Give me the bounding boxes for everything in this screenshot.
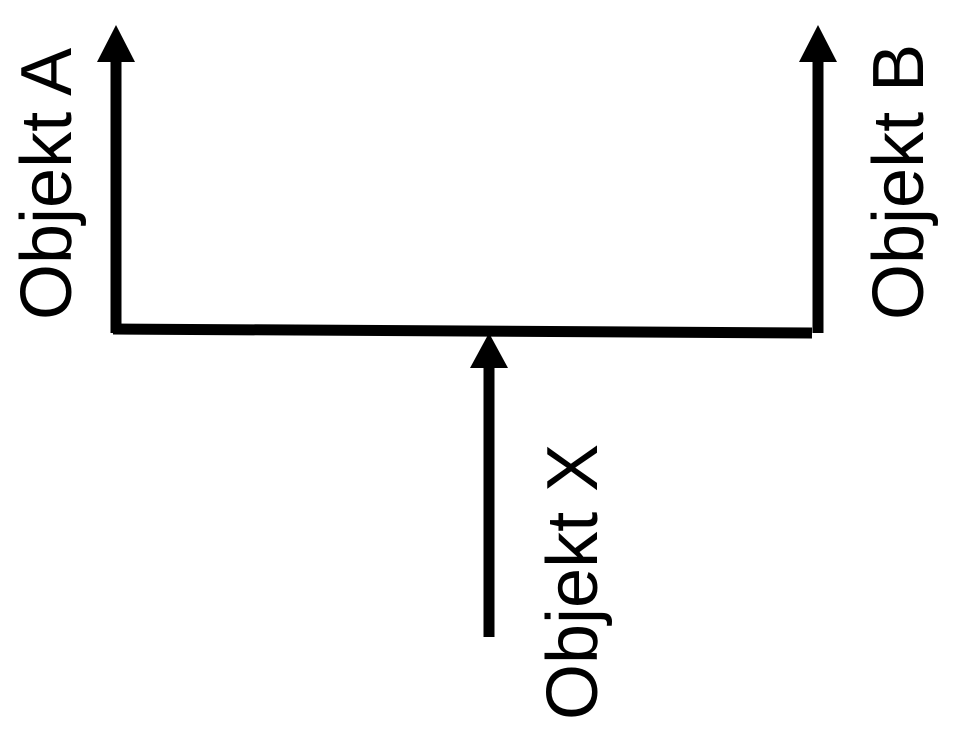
- arrow-x-head: [470, 333, 508, 368]
- horizontal-crossbar: [112, 323, 813, 339]
- arrow-a-head: [97, 25, 135, 62]
- label-objekt-b: Objekt B: [859, 44, 939, 320]
- arrow-b-head: [799, 25, 837, 62]
- label-objekt-a: Objekt A: [7, 48, 87, 320]
- label-objekt-x: Objekt X: [533, 444, 613, 720]
